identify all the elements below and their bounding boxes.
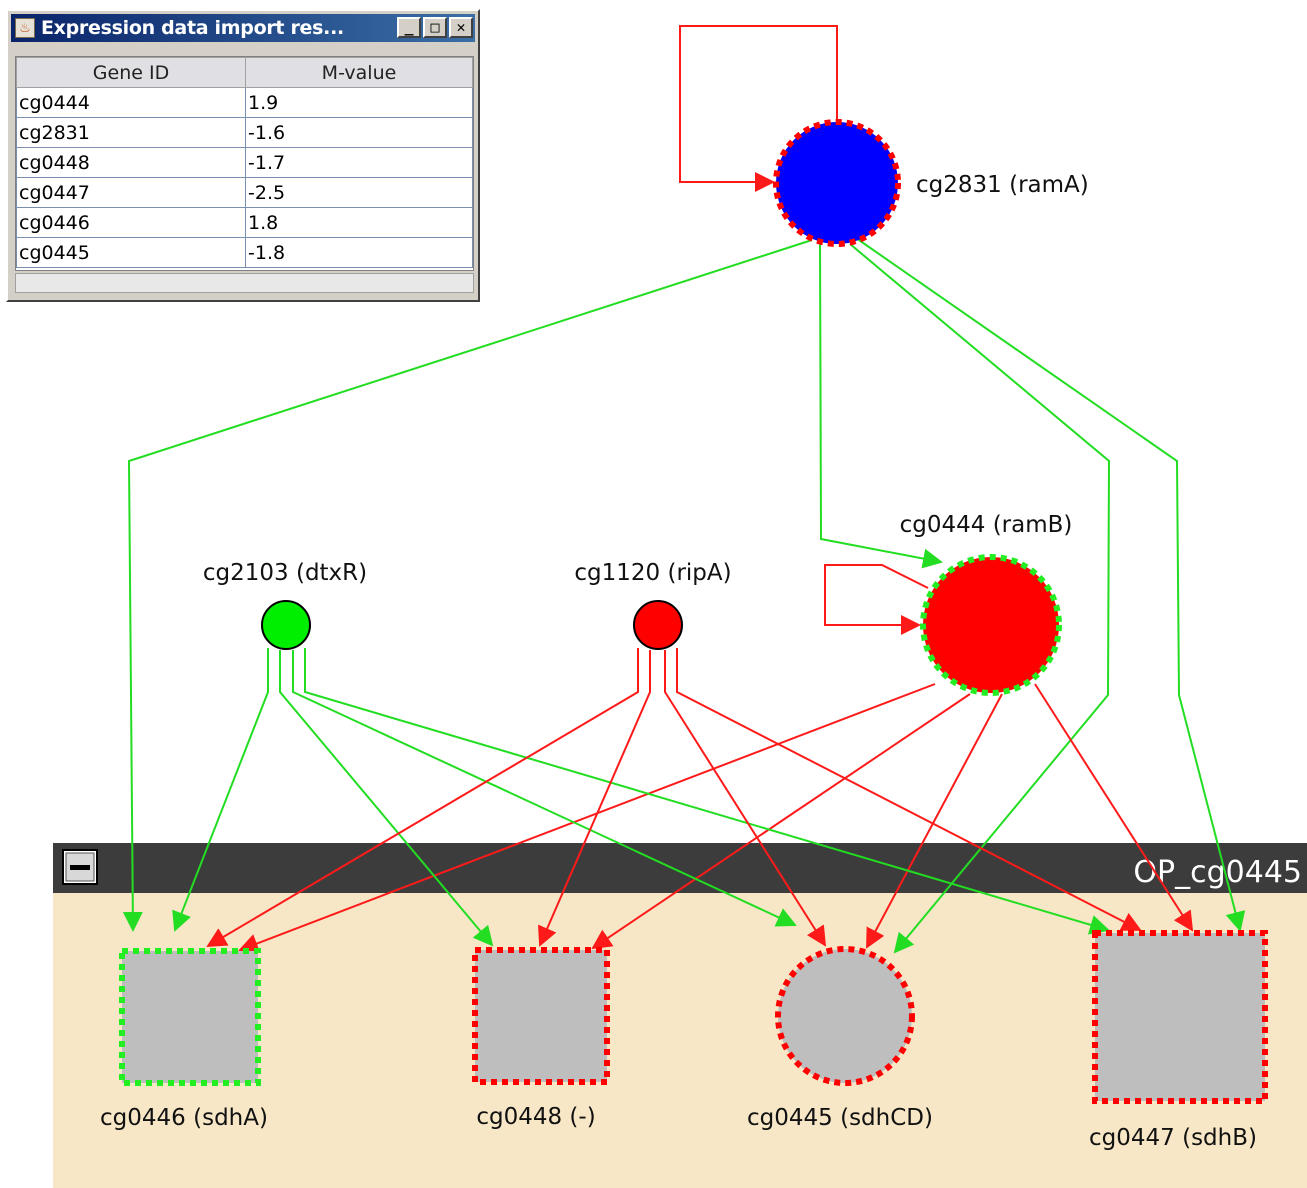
- edge-cg2831-cg0447[interactable]: [855, 237, 1246, 932]
- node-label: cg2103 (dtxR): [203, 560, 367, 586]
- node-cg0446[interactable]: cg0446 (sdhA): [100, 948, 268, 1131]
- gene-id-cell[interactable]: cg0445: [16, 237, 246, 268]
- m-value-cell[interactable]: 1.9: [245, 87, 473, 118]
- node-label: cg0445 (sdhCD): [747, 1105, 933, 1131]
- minimize-button[interactable]: _: [397, 17, 421, 38]
- collapse-button[interactable]: [62, 849, 98, 885]
- edge-cg2103-cg0445[interactable]: [292, 650, 797, 927]
- edge-cg2831-cg0446[interactable]: [122, 239, 813, 932]
- window-status-strip: [15, 273, 474, 293]
- gene-id-cell[interactable]: cg0444: [16, 87, 246, 118]
- edge-cg0444-cg0446[interactable]: [238, 683, 936, 953]
- m-value-cell[interactable]: -1.8: [245, 237, 473, 268]
- operon-group-title: OP_cg0445: [1133, 855, 1302, 890]
- gene-id-cell[interactable]: cg0447: [16, 177, 246, 208]
- gene-id-cell[interactable]: cg2831: [16, 117, 246, 148]
- edge-cg2103-cg0448[interactable]: [279, 650, 494, 947]
- edge-cg1120-cg0447[interactable]: [676, 648, 1142, 931]
- edge-cg2831-cg0444[interactable]: [819, 241, 943, 569]
- node-cg0445[interactable]: cg0445 (sdhCD): [747, 946, 933, 1131]
- m-value-cell[interactable]: -1.6: [245, 117, 473, 148]
- node-cg0444[interactable]: cg0444 (ramB): [900, 512, 1073, 696]
- window-title-bar[interactable]: ♨ Expression data import res... _ □ ✕: [11, 14, 475, 42]
- edge-cg2103-cg0446[interactable]: [172, 648, 269, 932]
- window-title: Expression data import res...: [41, 17, 344, 39]
- close-button[interactable]: ✕: [449, 17, 473, 38]
- edge-cg1120-cg0446[interactable]: [206, 648, 639, 948]
- node-cg2103[interactable]: cg2103 (dtxR): [203, 560, 367, 650]
- expression-import-window[interactable]: ♨ Expression data import res... _ □ ✕ Ge…: [6, 9, 480, 302]
- node-cg0447[interactable]: cg0447 (sdhB): [1089, 930, 1268, 1151]
- gene-id-cell[interactable]: cg0446: [16, 207, 246, 238]
- node-label: cg0447 (sdhB): [1089, 1125, 1257, 1151]
- column-header-m-value[interactable]: M-value: [245, 57, 473, 88]
- table-row[interactable]: cg2831-1.6: [16, 117, 473, 148]
- node-cg1120[interactable]: cg1120 (ripA): [574, 560, 732, 650]
- table-row[interactable]: cg0448-1.7: [16, 147, 473, 178]
- m-value-cell[interactable]: -1.7: [245, 147, 473, 178]
- edge-layer: [122, 25, 1246, 954]
- table-row[interactable]: cg0447-2.5: [16, 177, 473, 208]
- node-label: cg0448 (-): [476, 1104, 595, 1130]
- edge-cg0444-cg0447[interactable]: [1034, 683, 1194, 932]
- operon-group-header: [53, 843, 1307, 893]
- table-row[interactable]: cg0445-1.8: [16, 237, 473, 268]
- column-header-gene-id[interactable]: Gene ID: [16, 57, 246, 88]
- node-cg0448[interactable]: cg0448 (-): [472, 947, 610, 1130]
- minus-icon: [70, 865, 90, 870]
- node-label: cg2831 (ramA): [916, 172, 1089, 198]
- edge-cg2103-cg0447[interactable]: [304, 648, 1110, 935]
- node-cg2831[interactable]: cg2831 (ramA): [773, 119, 1089, 247]
- edge-cg1120-cg0448[interactable]: [538, 650, 651, 947]
- java-app-icon: ♨: [15, 18, 35, 38]
- edge-cg1120-cg0445[interactable]: [664, 650, 827, 947]
- node-label: cg0446 (sdhA): [100, 1105, 268, 1131]
- edge-cg0444-cg0448[interactable]: [591, 693, 971, 950]
- edge-cg2831-self[interactable]: [679, 25, 838, 192]
- edge-cg0444-self[interactable]: [824, 564, 929, 635]
- gene-id-cell[interactable]: cg0448: [16, 147, 246, 178]
- maximize-button[interactable]: □: [423, 17, 447, 38]
- m-value-cell[interactable]: 1.8: [245, 207, 473, 238]
- edge-cg2831-cg0445[interactable]: [849, 243, 1111, 954]
- node-label: cg0444 (ramB): [900, 512, 1073, 538]
- node-label: cg1120 (ripA): [574, 560, 731, 586]
- m-value-cell[interactable]: -2.5: [245, 177, 473, 208]
- edge-cg0444-cg0445[interactable]: [866, 693, 1003, 949]
